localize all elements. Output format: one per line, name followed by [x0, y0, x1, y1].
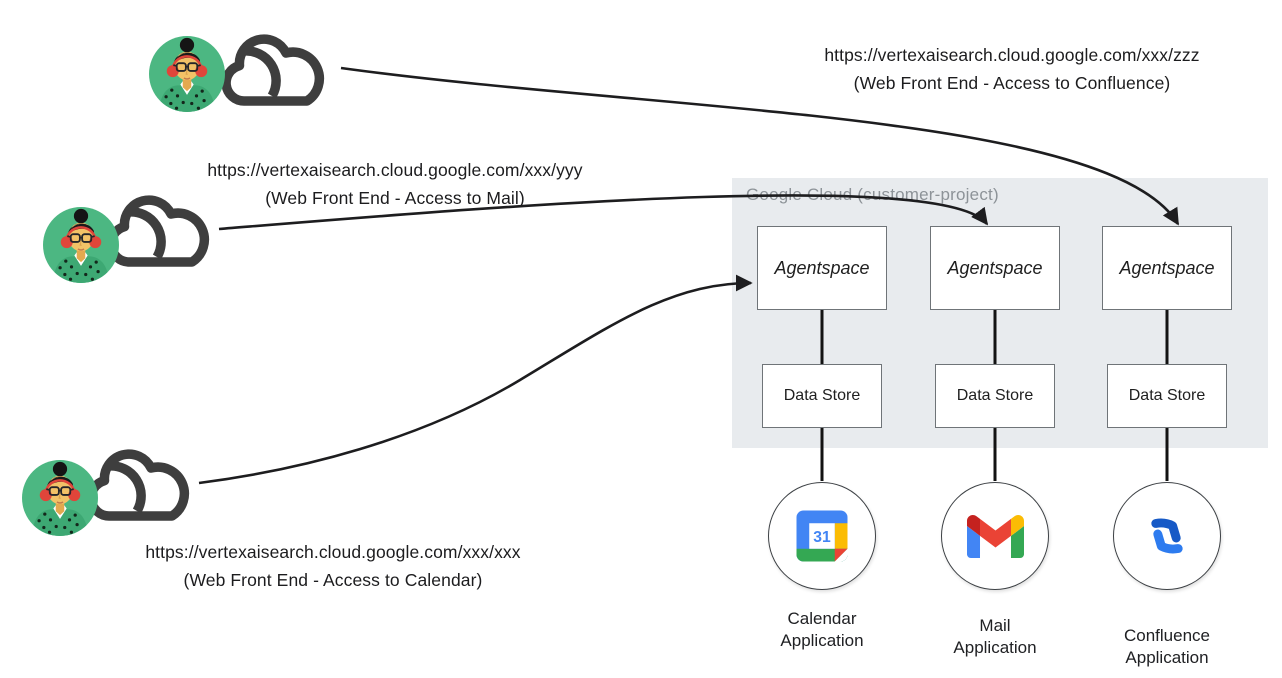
- cloud-icon: [213, 26, 337, 110]
- agentspace-box-confluence: Agentspace: [1102, 226, 1232, 310]
- google-cloud-panel-title: Google Cloud (customer-project): [746, 185, 999, 204]
- app-label-line1: Calendar: [787, 609, 857, 628]
- confluence-icon: [1134, 503, 1200, 569]
- frontend-url-block-calendar: https://vertexaisearch.cloud.google.com/…: [73, 538, 593, 594]
- calendar-app-circle: [768, 482, 876, 590]
- calendar-app-label: Calendar Application: [742, 608, 902, 652]
- gmail-icon: [967, 515, 1024, 558]
- confluence-app-circle: [1113, 482, 1221, 590]
- mail-app-label: Mail Application: [915, 615, 1075, 659]
- agentspace-box-mail: Agentspace: [930, 226, 1060, 310]
- arrow-user-bottom-to-agentspace-calendar: [198, 274, 753, 485]
- mail-app-circle: [941, 482, 1049, 590]
- user-avatar: [22, 460, 98, 536]
- agentspace-label: Agentspace: [947, 257, 1043, 278]
- datastore-box-calendar: Data Store: [762, 364, 882, 428]
- frontend-url: https://vertexaisearch.cloud.google.com/…: [824, 45, 1200, 65]
- datastore-box-mail: Data Store: [935, 364, 1055, 428]
- frontend-caption: (Web Front End - Access to Confluence): [853, 73, 1171, 93]
- app-label-line1: Confluence: [1123, 626, 1210, 645]
- google-calendar-icon: [793, 507, 851, 565]
- frontend-url-block-confluence: https://vertexaisearch.cloud.google.com/…: [752, 41, 1272, 97]
- agentspace-label: Agentspace: [1119, 257, 1215, 278]
- frontend-url: https://vertexaisearch.cloud.google.com/…: [207, 160, 583, 180]
- app-label-line2: Application: [780, 631, 864, 650]
- app-label-line2: Application: [1125, 648, 1209, 667]
- datastore-label: Data Store: [1128, 387, 1206, 404]
- app-label-line1: Mail: [979, 616, 1011, 635]
- datastore-box-confluence: Data Store: [1107, 364, 1227, 428]
- frontend-caption: (Web Front End - Access to Calendar): [183, 570, 483, 590]
- agentspace-label: Agentspace: [774, 257, 870, 278]
- app-label-line2: Application: [953, 638, 1037, 657]
- frontend-url: https://vertexaisearch.cloud.google.com/…: [145, 542, 521, 562]
- user-avatar: [149, 36, 225, 112]
- agentspace-box-calendar: Agentspace: [757, 226, 887, 310]
- datastore-label: Data Store: [956, 387, 1034, 404]
- confluence-app-label: Confluence Application: [1087, 625, 1247, 669]
- user-avatar: [43, 207, 119, 283]
- datastore-label: Data Store: [783, 387, 861, 404]
